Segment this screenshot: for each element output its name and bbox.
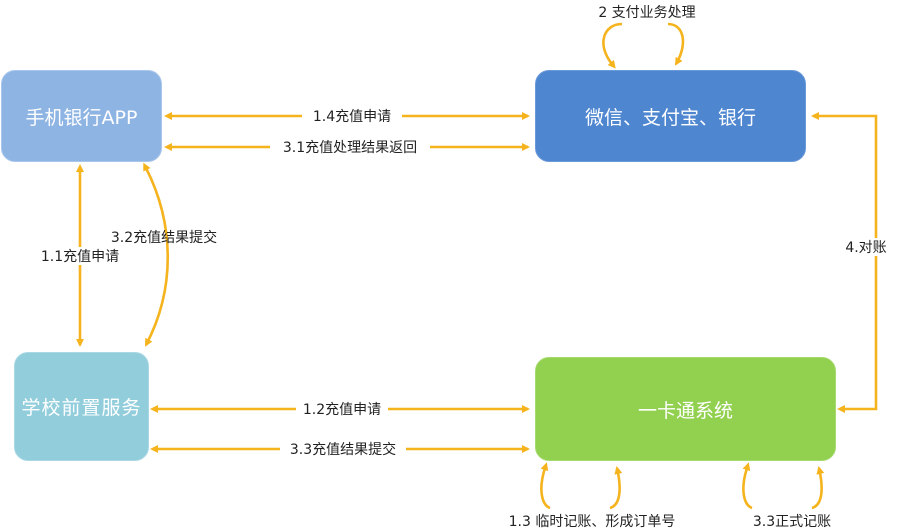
edge-temp-booking-loop-right [609,466,623,510]
label-reconciliation: 4.对账 [845,240,886,256]
label-result-submit-school-card: 3.3充值结果提交 [290,441,396,458]
node-school-front-service-label: 学校前置服务 [21,397,142,419]
node-payment-providers: 微信、支付宝、银行 [535,70,806,162]
node-mobile-banking-app-label: 手机银行APP [25,106,138,129]
label-result-return-payment-app: 3.1充值处理结果返回 [283,140,417,156]
label-recharge-request-app-payment: 1.4充值申请 [313,109,391,125]
node-payment-providers-label: 微信、支付宝、银行 [584,106,756,129]
label-recharge-request-app-school: 1.1充值申请 [41,249,119,265]
label-temp-booking-order-number: 1.3 临时记账、形成订单号 [509,514,676,530]
label-payment-business-processing: 2 支付业务处理 [598,5,695,21]
label-recharge-request-school-card: 1.2充值申请 [303,402,381,418]
label-formal-booking: 3.3正式记账 [753,514,831,530]
edge-formal-booking-loop-left [742,462,753,510]
edge-result-submit-app-school [143,162,170,347]
edge-payment-self-loop-left [602,22,623,69]
node-campus-card-system: 一卡通系统 [535,357,836,461]
node-campus-card-system-label: 一卡通系统 [637,399,733,422]
node-school-front-service: 学校前置服务 [14,352,149,461]
label-result-submit-app-school: 3.2充值结果提交 [111,229,217,246]
edge-reconciliation [811,112,878,413]
edge-formal-booking-loop-right [811,466,825,510]
edge-payment-self-loop-right [667,22,685,66]
edge-temp-booking-loop-left [540,462,551,510]
node-mobile-banking-app: 手机银行APP [1,70,162,162]
